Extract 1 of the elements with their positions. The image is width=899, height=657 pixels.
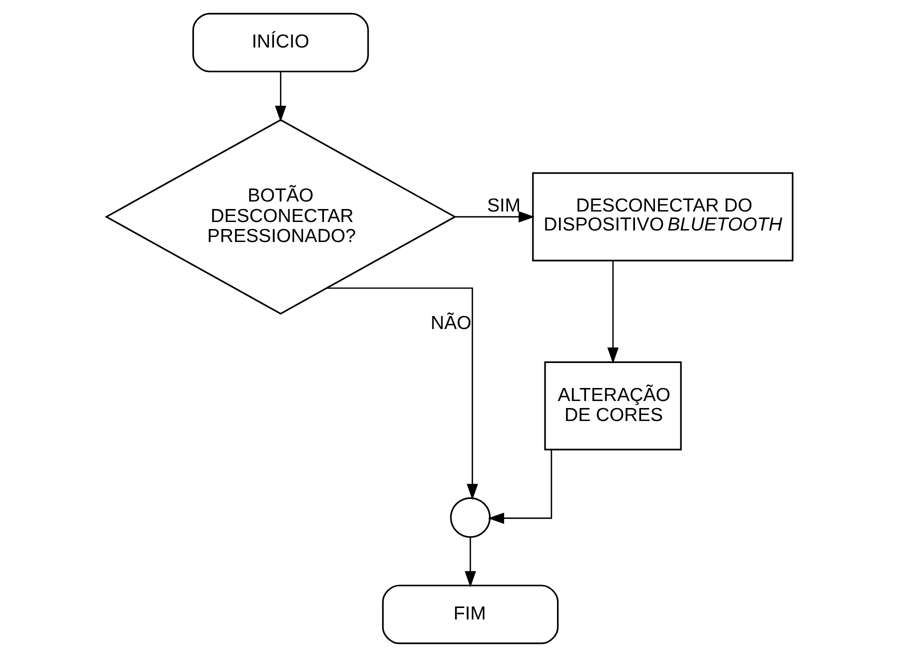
edge-label: SIM bbox=[487, 194, 521, 216]
